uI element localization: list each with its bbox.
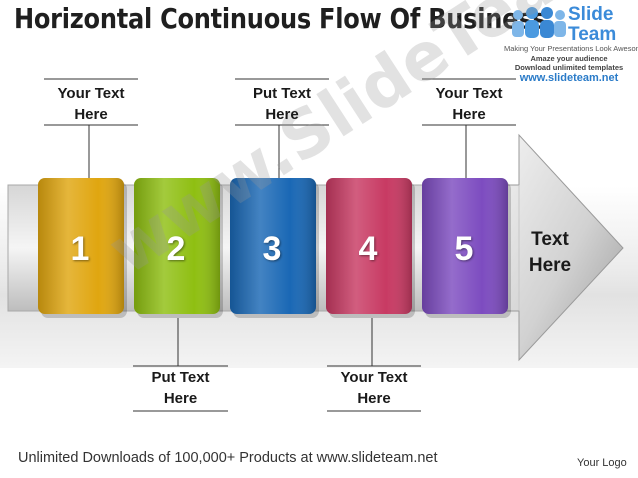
your-logo-placeholder: Your Logo <box>577 457 627 469</box>
people-icon <box>512 7 566 38</box>
logo-word-team: Team <box>568 24 617 45</box>
arrow-head-text: Text Here <box>528 229 572 276</box>
callout-label-top-5: Your Text Here <box>435 85 503 123</box>
logo-tagline-3: Download unlimited templates <box>514 63 624 72</box>
step-number-4: 4 <box>358 230 378 268</box>
logo-url: www.slideteam.net <box>519 72 619 84</box>
logo-tagline-2: Amaze your audience <box>530 54 608 63</box>
footer-text: Unlimited Downloads of 100,000+ Products… <box>18 450 438 466</box>
callout-label-top-3: Put Text Here <box>252 85 312 123</box>
slideteam-logo: Slide Team Making Your Presentations Loo… <box>500 2 638 84</box>
callout-label-bottom-2: Put Text Here <box>151 369 210 407</box>
step-number-1: 1 <box>70 230 90 268</box>
step-block-3 <box>230 178 319 318</box>
logo-word-slide: Slide <box>568 4 614 25</box>
step-block-2 <box>134 178 223 318</box>
step-block-4 <box>326 178 415 318</box>
callout-label-top-1: Your Text Here <box>57 85 125 123</box>
logo-tagline: Making Your Presentations Look Awesome <box>504 44 638 53</box>
step-block-1 <box>38 178 127 318</box>
step-number-3: 3 <box>262 230 282 268</box>
step-block-5 <box>422 178 511 318</box>
page-title: Horizontal Continuous Flow Of Business <box>14 2 547 35</box>
callout-label-bottom-4: Your Text Here <box>340 369 408 407</box>
step-number-2: 2 <box>166 230 186 268</box>
step-number-5: 5 <box>454 230 474 268</box>
